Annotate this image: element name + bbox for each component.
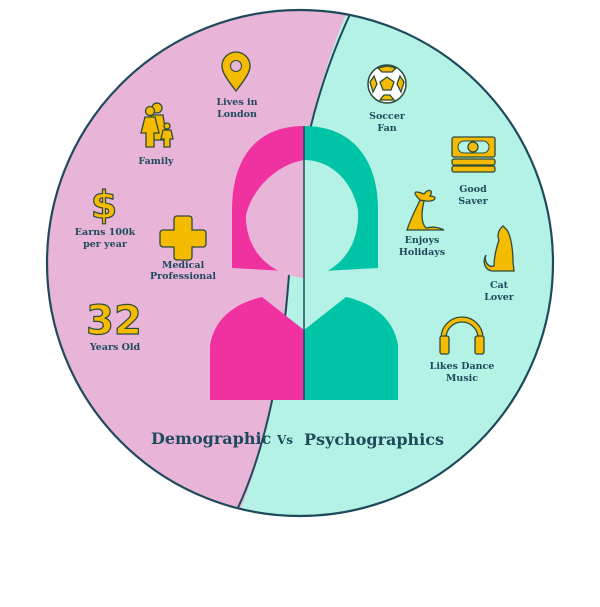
item-lives-in-london: Lives in London bbox=[216, 51, 258, 120]
label-line: Cat bbox=[490, 280, 509, 291]
item-enjoys-holidays: Enjoys Holidays bbox=[399, 189, 445, 258]
psychographics-title: Psychographics bbox=[304, 430, 444, 449]
palm-tree-icon bbox=[406, 189, 445, 231]
vs-label: Vs bbox=[276, 433, 293, 447]
label-line: per year bbox=[83, 239, 128, 250]
medical-cross-icon bbox=[159, 215, 207, 261]
label-line: Lover bbox=[484, 292, 515, 303]
item-medical-professional: Medical Professional bbox=[150, 215, 216, 282]
item-good-saver: Good Saver bbox=[451, 136, 496, 207]
label-line: Music bbox=[446, 373, 478, 384]
dollar-icon: $ bbox=[91, 183, 117, 227]
circle-outline bbox=[45, 8, 555, 518]
family-icon bbox=[140, 102, 174, 148]
label-line: Fan bbox=[377, 123, 396, 134]
item-earns-100k: $ Earns 100k per year bbox=[75, 182, 136, 250]
label-line: Enjoys bbox=[405, 235, 440, 246]
item-cat-lover: Cat Lover bbox=[483, 225, 515, 303]
soccer-ball-icon bbox=[367, 64, 407, 104]
label-line: Earns 100k bbox=[75, 227, 136, 238]
age-number: 32 bbox=[86, 298, 142, 344]
label-line: Likes Dance bbox=[430, 361, 495, 372]
label-line: London bbox=[217, 109, 257, 120]
label-line: Soccer bbox=[369, 111, 406, 122]
person-silhouette bbox=[210, 126, 398, 400]
label-line: Good bbox=[459, 184, 487, 195]
person-right-half bbox=[304, 126, 398, 400]
label-line: Lives in bbox=[216, 97, 257, 108]
person-left-half bbox=[210, 126, 304, 400]
label-line: Holidays bbox=[399, 247, 445, 258]
label-line: Family bbox=[138, 156, 174, 167]
headphones-icon bbox=[439, 316, 485, 355]
item-soccer-fan: Soccer Fan bbox=[367, 64, 407, 134]
label-line: Medical bbox=[162, 260, 205, 271]
label-line: Saver bbox=[458, 196, 489, 207]
item-age: 32 Years Old bbox=[86, 297, 143, 353]
item-likes-dance-music: Likes Dance Music bbox=[430, 316, 495, 384]
demographic-title: Demographic bbox=[151, 429, 272, 448]
label-line: Professional bbox=[150, 271, 216, 282]
label-line: Years Old bbox=[89, 342, 141, 353]
money-stack-icon bbox=[451, 136, 496, 173]
item-family: Family bbox=[138, 102, 174, 167]
cat-icon bbox=[483, 225, 515, 272]
